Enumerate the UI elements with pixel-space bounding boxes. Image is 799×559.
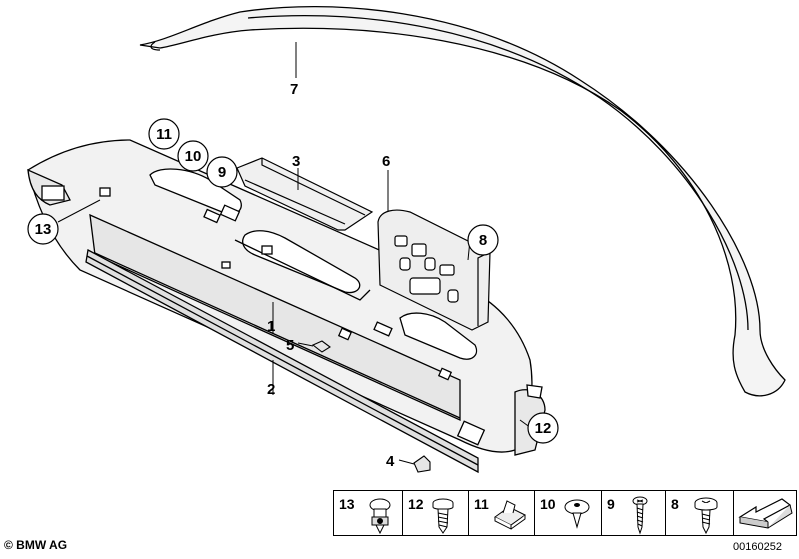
callout-8-circle <box>467 224 499 256</box>
part-3-cover <box>236 157 374 231</box>
callout-10: 10 <box>185 148 202 165</box>
callout-11: 11 <box>156 126 172 143</box>
part-cell-label: 12 <box>408 496 424 512</box>
callout-5: 5 <box>286 337 294 354</box>
callout-7: 7 <box>290 81 298 98</box>
callout-11-circle <box>148 118 180 150</box>
callout-4: 4 <box>386 453 395 470</box>
part-cell-label: 10 <box>540 496 556 512</box>
callout-2: 2 <box>267 381 275 398</box>
push-rivet-icon <box>369 498 391 535</box>
part-5-clip <box>311 340 331 353</box>
callouts: 7 3 6 1 5 2 4 11 10 9 13 8 12 <box>27 81 559 470</box>
callout-8: 8 <box>479 232 487 249</box>
part-cell-label: 8 <box>671 496 679 512</box>
part-cell-8: 8 <box>666 491 734 535</box>
callout-13: 13 <box>35 221 52 238</box>
clip-nut-icon <box>494 500 526 530</box>
part-cell-label: 9 <box>607 496 615 512</box>
part-cell-arrow <box>734 491 796 535</box>
part-cell-label: 11 <box>474 496 489 512</box>
part-6-switch-panel <box>377 209 491 331</box>
callout-9: 9 <box>218 164 226 181</box>
callout-1: 1 <box>267 318 275 335</box>
parts-strip: 13 12 11 10 <box>333 490 797 536</box>
callout-6: 6 <box>382 153 390 170</box>
callout-12: 12 <box>535 420 552 437</box>
part-1-parcel-shelf <box>27 139 546 456</box>
part-4-end-cap <box>413 455 431 473</box>
callout-9-circle <box>206 156 238 188</box>
document-number: 00160252 <box>733 541 782 553</box>
copyright-label: © BMW AG <box>4 538 68 552</box>
screw-with-washer-icon <box>432 498 454 534</box>
part-cell-13: 13 <box>334 491 403 535</box>
callout-3: 3 <box>292 153 300 170</box>
part-cell-10: 10 <box>535 491 602 535</box>
callout-12-circle <box>527 412 559 444</box>
part-cell-11: 11 <box>469 491 535 535</box>
arrow-icon <box>738 498 793 529</box>
part-2-seal-strip <box>85 249 479 474</box>
callout-13-circle <box>27 213 59 245</box>
part-cell-12: 12 <box>403 491 469 535</box>
part-cell-9: 9 <box>602 491 666 535</box>
spread-rivet-icon <box>564 499 590 529</box>
part-cell-label: 13 <box>339 496 355 512</box>
oval-head-screw-icon <box>632 496 648 535</box>
pan-head-screw-icon <box>694 497 718 535</box>
part-7-roof-trim <box>139 5 786 397</box>
callout-10-circle <box>177 140 209 172</box>
